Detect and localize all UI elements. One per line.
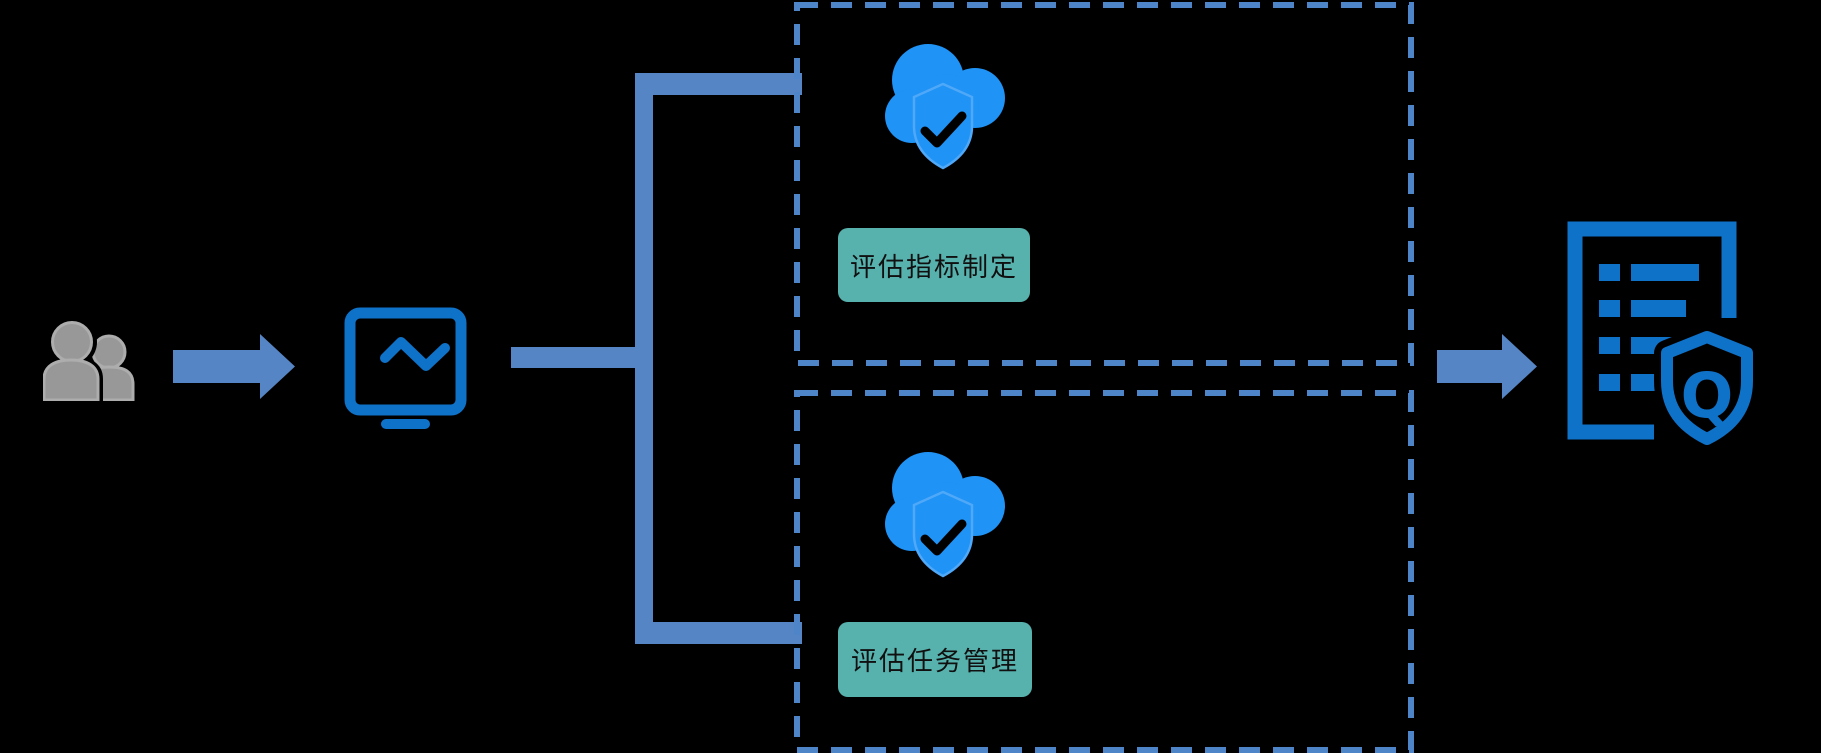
module-label-top-text: 评估指标制定 <box>849 251 1018 282</box>
module-label-bottom-text: 评估任务管理 <box>850 646 1019 676</box>
branch-vertical-line <box>635 73 653 644</box>
quality-badge-letter: Q <box>1681 359 1734 432</box>
cloud-shield-check-icon <box>885 452 1005 578</box>
arrow-right-icon <box>173 334 295 399</box>
branch-top-line <box>635 73 802 95</box>
module-label-bottom: 评估任务管理 <box>838 622 1032 697</box>
branch-bottom-line <box>635 622 802 644</box>
arrow-right-icon <box>1437 334 1537 399</box>
dashed-box-top <box>794 2 1414 366</box>
monitor-trend-icon <box>344 307 467 429</box>
report-quality-shield-icon: Q <box>1567 221 1760 452</box>
branch-stem-line <box>511 347 637 368</box>
cloud-shield-check-icon <box>885 44 1005 170</box>
people-icon <box>43 317 135 401</box>
dashed-box-bottom <box>794 390 1414 753</box>
module-label-top: 评估指标制定 <box>838 228 1030 302</box>
